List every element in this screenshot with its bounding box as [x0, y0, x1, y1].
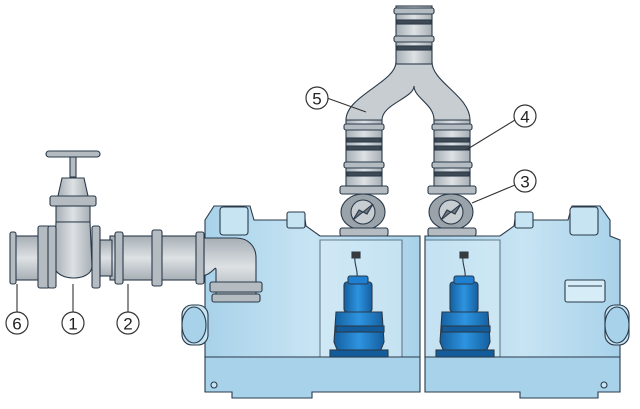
inlet-pipe	[109, 229, 205, 287]
svg-text:5: 5	[312, 90, 321, 109]
svg-text:1: 1	[68, 315, 77, 334]
callout-6: 6	[5, 284, 29, 335]
discharge-right	[427, 119, 477, 237]
callout-3: 3	[471, 169, 537, 204]
callout-1: 1	[61, 284, 85, 335]
inlet-flange-pipe	[9, 225, 51, 289]
inlet-elbow	[199, 237, 263, 303]
callout-2: 2	[116, 284, 140, 335]
svg-text:4: 4	[520, 108, 529, 127]
gate-valve	[45, 150, 113, 289]
pump-left	[329, 251, 389, 358]
callout-5: 5	[305, 86, 367, 113]
y-junction	[345, 5, 471, 121]
svg-text:2: 2	[123, 315, 132, 334]
svg-text:3: 3	[520, 173, 529, 192]
discharge-left	[339, 119, 389, 237]
pump-right	[435, 251, 495, 358]
svg-text:6: 6	[12, 315, 21, 334]
callout-4: 4	[465, 104, 537, 151]
